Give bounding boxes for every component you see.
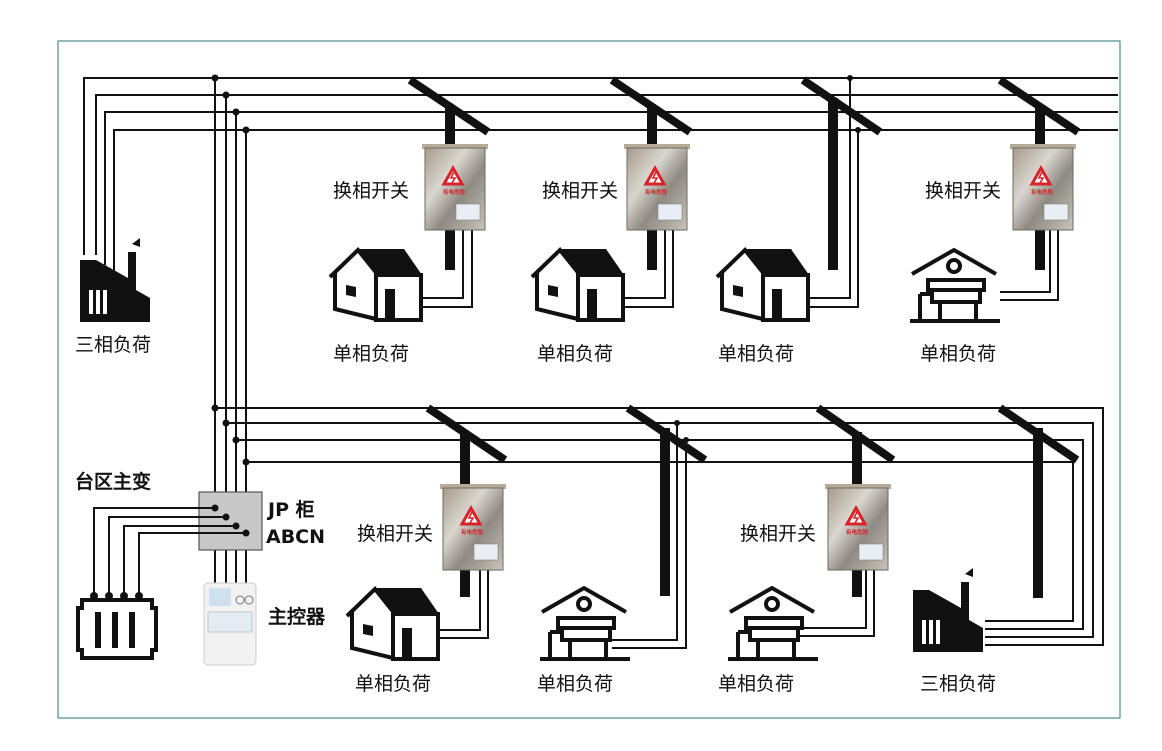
switch-box-warning-text: 有电危险 [846, 528, 869, 536]
switch-label: 换相开关 [357, 523, 433, 545]
single-load-label: 单相负荷 [333, 343, 409, 365]
switch-box-warning-text: 有电危险 [443, 188, 466, 196]
factory-icon [913, 568, 983, 652]
switch-label: 换相开关 [740, 523, 816, 545]
house-icon [530, 247, 626, 322]
pavilion-house-icon [726, 586, 820, 661]
switch-box-icon [438, 482, 508, 572]
switch-box-warning-text: 有电危险 [645, 188, 668, 196]
single-load-label: 单相负荷 [537, 673, 613, 695]
single-load-label: 单相负荷 [920, 343, 996, 365]
switch-box-icon [622, 142, 692, 232]
switch-box-warning-text: 有电危险 [1031, 188, 1054, 196]
controller-label: 主控器 [268, 605, 326, 628]
house-icon [328, 247, 424, 322]
three-phase-load-label: 三相负荷 [920, 673, 996, 695]
transformer-label: 台区主变 [75, 470, 151, 493]
switch-box-icon [823, 482, 893, 572]
three-phase-load-label: 三相负荷 [75, 334, 151, 356]
switch-box-warning-text: 有电危险 [461, 528, 484, 536]
diagram-frame [57, 40, 1121, 719]
house-icon [345, 586, 441, 661]
switch-box-icon [420, 142, 490, 232]
single-load-label: 单相负荷 [537, 343, 613, 365]
utility-pole-icon [828, 98, 838, 270]
transformer-wires [93, 507, 246, 596]
switch-label: 换相开关 [925, 180, 1001, 202]
controller-device-icon [203, 582, 257, 666]
single-load-label: 单相负荷 [355, 673, 431, 695]
single-load-label: 单相负荷 [718, 343, 794, 365]
switch-box-icon [1008, 142, 1078, 232]
transformer-icon [76, 598, 158, 660]
utility-pole-icon [800, 76, 883, 136]
switch-label: 换相开关 [542, 180, 618, 202]
switch-label: 换相开关 [333, 180, 409, 202]
jp-cabinet-label: JP 柜 [266, 499, 315, 521]
house-icon [715, 247, 811, 322]
pavilion-house-icon [908, 248, 1002, 323]
jp-cabinet [198, 491, 263, 551]
single-load-label: 单相负荷 [718, 673, 794, 695]
top-bus-wires [83, 77, 1118, 272]
junction-dots [211, 74, 250, 466]
jp-phases-label: ABCN [266, 526, 325, 548]
bottom-bus-wires [215, 407, 1104, 646]
